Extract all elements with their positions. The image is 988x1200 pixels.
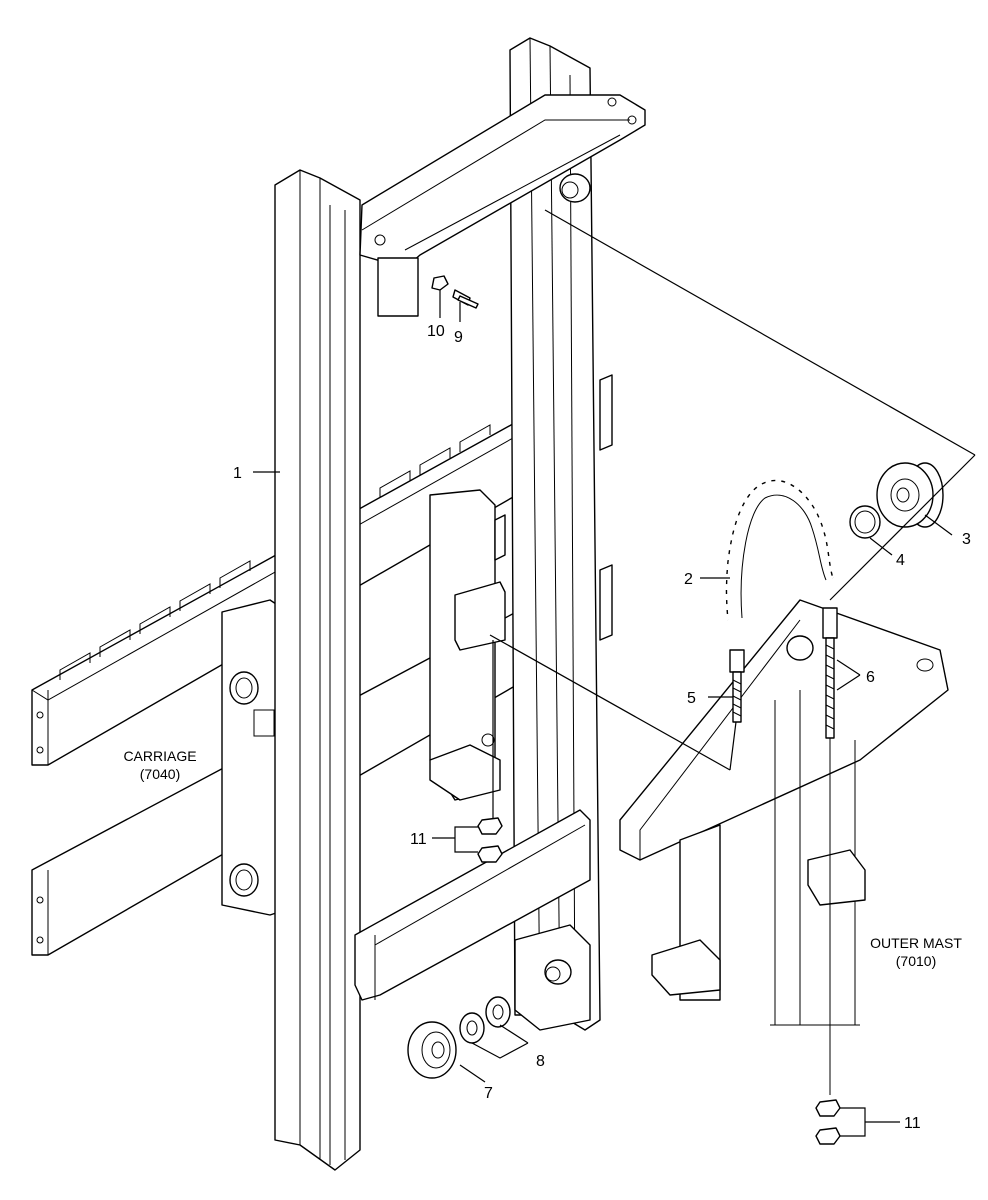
callout-leaders — [253, 290, 953, 1137]
nuts-lower — [815, 1099, 841, 1145]
callout-5: 5 — [687, 690, 696, 707]
callout-11-lower: 11 — [904, 1115, 921, 1132]
sheave-roller — [876, 462, 944, 528]
inner-mast — [274, 37, 646, 1171]
callout-2: 2 — [684, 571, 693, 588]
assembly-labels: CARRIAGE (7040) OUTER MAST (7010) — [123, 748, 962, 969]
shim-washers — [459, 996, 511, 1044]
callout-11-upper: 11 — [410, 831, 427, 848]
outer-mast-label: OUTER MAST — [870, 935, 962, 951]
lower-roller — [407, 1021, 457, 1079]
snap-ring — [849, 505, 881, 539]
callout-4: 4 — [896, 552, 905, 569]
chain-anchor-bolt-right — [822, 607, 838, 1095]
carriage-label: CARRIAGE — [123, 748, 196, 764]
carriage-code: (7040) — [140, 766, 180, 782]
nuts-upper — [477, 817, 503, 863]
callout-8: 8 — [536, 1053, 545, 1070]
callout-9: 9 — [454, 329, 463, 346]
chain-anchor-bolt-left — [729, 649, 745, 723]
callout-7: 7 — [484, 1085, 493, 1102]
lift-chain — [724, 478, 835, 621]
callout-6: 6 — [866, 669, 875, 686]
outer-mast-code: (7010) — [896, 953, 936, 969]
callout-10: 10 — [427, 323, 445, 340]
bolt — [452, 289, 479, 309]
callout-3: 3 — [962, 531, 971, 548]
nut — [431, 275, 449, 291]
assembly-lines — [489, 209, 976, 818]
callout-labels: 1 2 3 4 5 6 7 8 9 10 11 11 — [233, 323, 971, 1132]
callout-1: 1 — [233, 465, 242, 482]
